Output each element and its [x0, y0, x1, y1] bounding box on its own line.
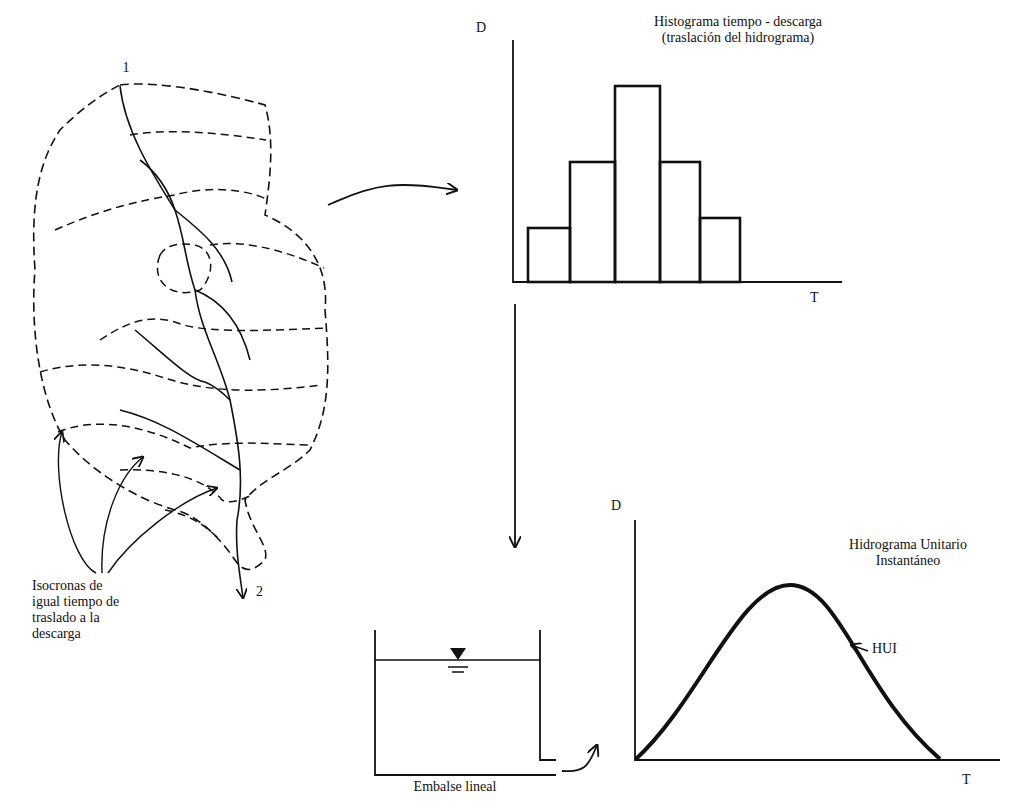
water-level [375, 660, 540, 672]
axis-label: HUI [872, 641, 912, 657]
hui-node: Hidrograma Unitario Instantáneo [600, 495, 1010, 795]
axis-label: T [810, 290, 830, 306]
label-anchor: HUI [872, 641, 912, 657]
histogram-node: Histograma tiempo - descarga (traslación… [460, 10, 850, 300]
watershed-map [34, 84, 328, 598]
label-anchor: T [962, 772, 982, 788]
node-title: 1 [111, 60, 141, 76]
flow-arrow [328, 185, 457, 205]
tank [375, 630, 556, 775]
reservoir-node: Embalse lineal [365, 550, 560, 805]
label-anchor: D [476, 20, 496, 36]
axes [635, 520, 1000, 760]
callout-label: Isocronas de igual tiempo de traslado a … [32, 578, 132, 642]
axis-label: T [962, 772, 982, 788]
basin-outline [34, 84, 328, 569]
hui-leader [851, 645, 868, 651]
axis-label: D [611, 498, 631, 514]
label-anchor: T [810, 290, 830, 306]
label-anchor: D [611, 498, 631, 514]
hui-curve [636, 585, 940, 759]
node-title: Hidrograma Unitario Instantáneo [838, 537, 978, 569]
isochrones [40, 132, 326, 540]
linear-reservoir [375, 630, 556, 775]
axes [513, 40, 842, 282]
axis-label: 2 [256, 584, 276, 600]
watershed-node: 1 [15, 58, 325, 600]
axis-label: D [476, 20, 496, 36]
streams [120, 86, 250, 598]
water-symbol [450, 648, 466, 660]
isochrone-leaders [58, 432, 217, 573]
node-title: Embalse lineal [375, 779, 535, 795]
label-anchor: 2 [256, 584, 276, 600]
histogram [513, 40, 842, 282]
node-title: Histograma tiempo - descarga (traslación… [638, 14, 838, 46]
flow-arrow [562, 745, 597, 771]
bars [528, 86, 740, 282]
label-anchor: Isocronas de igual tiempo de traslado a … [32, 578, 132, 642]
hui-chart [635, 520, 1000, 760]
flow-arrow [514, 304, 516, 547]
